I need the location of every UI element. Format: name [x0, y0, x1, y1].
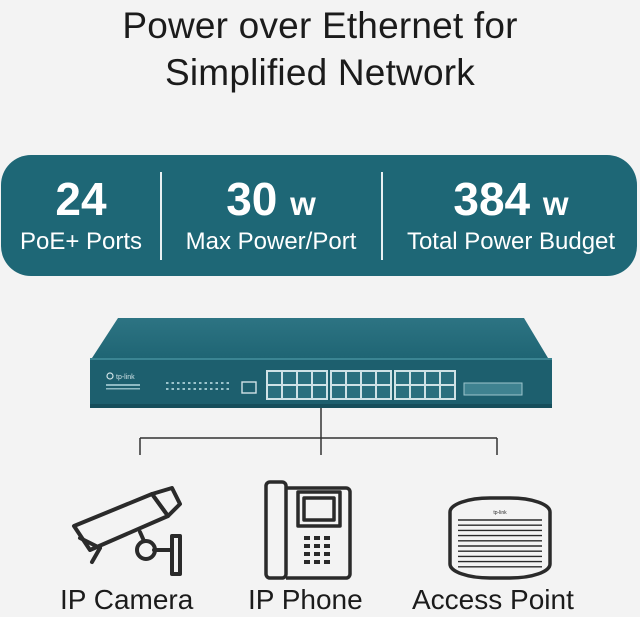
led [166, 382, 169, 384]
title-line-2: Simplified Network [165, 52, 475, 93]
led [182, 382, 185, 384]
led-panel [166, 382, 229, 390]
stat-ports-value: 24 [55, 173, 107, 225]
led [215, 382, 218, 384]
ethernet-port [283, 386, 296, 398]
ethernet-port [441, 372, 454, 384]
ap-brand: tp-link [493, 510, 507, 516]
stat-budget-value: 384 [453, 173, 531, 225]
ethernet-port [268, 386, 281, 398]
stat-max-power-value: 30 [226, 173, 278, 225]
led [188, 388, 191, 390]
stat-budget: 384 w Total Power Budget [389, 155, 633, 276]
stat-ports-label: PoE+ Ports [19, 228, 143, 255]
keypad-key [314, 552, 320, 556]
keypad-key [304, 544, 310, 548]
ethernet-port [441, 386, 454, 398]
keypad-key [324, 544, 330, 548]
keypad-key [314, 536, 320, 540]
ethernet-port [411, 372, 424, 384]
led [221, 388, 224, 390]
led [188, 382, 191, 384]
led [210, 382, 213, 384]
stat-divider [160, 172, 162, 260]
ethernet-port [362, 386, 375, 398]
ethernet-port [396, 372, 409, 384]
camera-icon [72, 486, 182, 576]
led [226, 388, 229, 390]
led [226, 382, 229, 384]
stat-budget-unit: w [542, 185, 569, 222]
ethernet-port [313, 386, 326, 398]
ethernet-port [283, 372, 296, 384]
stat-ports: 24 PoE+ Ports [1, 155, 161, 276]
ethernet-port [332, 372, 345, 384]
led [221, 382, 224, 384]
ethernet-port [362, 372, 375, 384]
led [204, 388, 207, 390]
keypad-key [324, 560, 330, 564]
device-label-camera: IP Camera [60, 584, 194, 615]
led [199, 388, 202, 390]
keypad-key [304, 552, 310, 556]
console-port [241, 381, 257, 394]
page-title: Power over Ethernet for Simplified Netwo… [0, 2, 640, 96]
switch-brand: tp-link [116, 374, 135, 381]
connection-lines [139, 408, 498, 455]
stat-budget-label: Total Power Budget [406, 228, 616, 255]
led [204, 382, 207, 384]
led [193, 388, 196, 390]
device-label-phone: IP Phone [248, 584, 363, 615]
led [193, 382, 196, 384]
keypad-key [304, 536, 310, 540]
led [199, 382, 202, 384]
device-label-access-point: Access Point [412, 584, 574, 615]
keypad-key [314, 560, 320, 564]
port-panel [266, 370, 456, 400]
led [171, 388, 174, 390]
ethernet-port [377, 372, 390, 384]
led [171, 382, 174, 384]
stat-max-power: 30 w Max Power/Port [169, 155, 373, 276]
ethernet-port [347, 372, 360, 384]
led [215, 388, 218, 390]
poe-switch: tp-link [90, 318, 552, 408]
led [177, 382, 180, 384]
stats-banner: 24 PoE+ Ports 30 w Max Power/Port 384 w … [1, 155, 637, 276]
ethernet-port [313, 372, 326, 384]
keypad-key [304, 560, 310, 564]
led [182, 388, 185, 390]
ethernet-port [396, 386, 409, 398]
tp-link-logo: tp-link [106, 372, 135, 381]
ethernet-port [411, 386, 424, 398]
keypad-key [324, 536, 330, 540]
led [166, 388, 169, 390]
sfp-slot [463, 382, 523, 396]
access-point-icon: tp-link [448, 496, 552, 580]
phone-icon [264, 480, 352, 580]
stat-divider [381, 172, 383, 260]
ethernet-port [268, 372, 281, 384]
stat-max-power-label: Max Power/Port [185, 228, 357, 255]
led [177, 388, 180, 390]
ethernet-port [298, 372, 311, 384]
ethernet-port [426, 386, 439, 398]
keypad-key [314, 544, 320, 548]
led [210, 388, 213, 390]
keypad-key [324, 552, 330, 556]
ethernet-port [426, 372, 439, 384]
ethernet-port [298, 386, 311, 398]
ethernet-port [377, 386, 390, 398]
title-line-1: Power over Ethernet for [122, 5, 518, 46]
ethernet-port [332, 386, 345, 398]
stat-max-power-unit: w [290, 185, 316, 222]
ethernet-port [347, 386, 360, 398]
